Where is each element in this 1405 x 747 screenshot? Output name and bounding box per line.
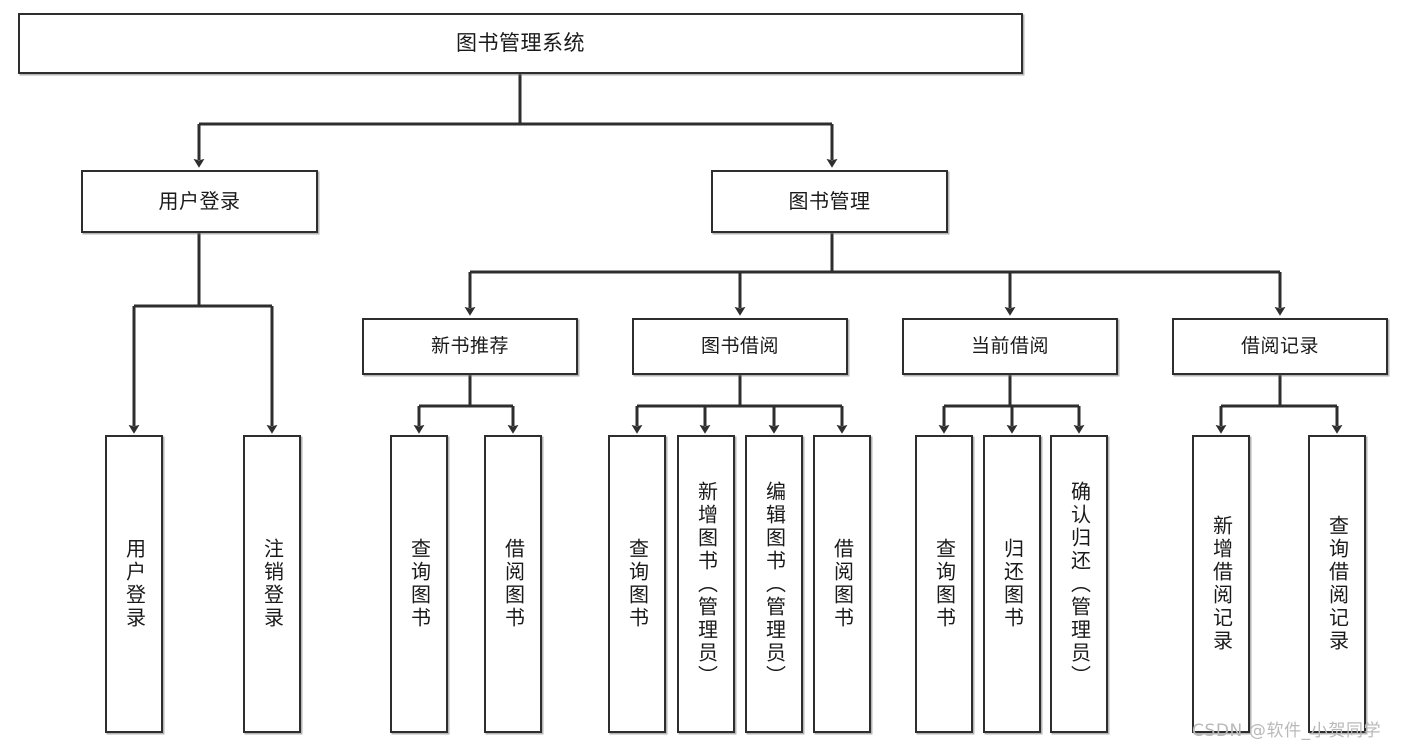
csdn-watermark: CSDN @软件_小贺同学 xyxy=(1192,721,1382,741)
leaf-label-add-book: 新增图书（管理员） xyxy=(694,480,719,688)
leaf-label-user-login: 用户登录 xyxy=(122,538,147,630)
leaf-query-book-1[interactable]: 查询图书 xyxy=(390,435,448,733)
node-user-login[interactable]: 用户登录 xyxy=(81,170,318,233)
leaf-label-query-book-3: 查询图书 xyxy=(932,538,957,630)
leaf-query-book-3[interactable]: 查询图书 xyxy=(915,435,973,733)
leaf-label-query-book-1: 查询图书 xyxy=(407,538,432,630)
leaf-borrow-book-2[interactable]: 借阅图书 xyxy=(813,435,871,733)
node-label-root: 图书管理系统 xyxy=(456,31,585,56)
leaf-edit-book[interactable]: 编辑图书（管理员） xyxy=(745,435,803,733)
node-label-user-login: 用户登录 xyxy=(158,188,241,213)
leaf-logout-login[interactable]: 注销登录 xyxy=(243,435,301,733)
leaf-query-record[interactable]: 查询借阅记录 xyxy=(1308,435,1366,733)
node-borrow-record[interactable]: 借阅记录 xyxy=(1172,318,1388,375)
leaf-label-add-record: 新增借阅记录 xyxy=(1209,515,1234,653)
leaf-user-login[interactable]: 用户登录 xyxy=(105,435,163,733)
leaf-label-return-book: 归还图书 xyxy=(1000,538,1025,630)
node-label-new-book-recommend: 新书推荐 xyxy=(430,335,509,358)
leaf-label-borrow-book-2: 借阅图书 xyxy=(830,538,855,630)
node-new-book-recommend[interactable]: 新书推荐 xyxy=(362,318,578,375)
leaf-confirm-return[interactable]: 确认归还（管理员） xyxy=(1050,435,1108,733)
node-label-current-borrow: 当前借阅 xyxy=(970,335,1049,358)
node-label-book-management: 图书管理 xyxy=(788,188,871,213)
leaf-query-book-2[interactable]: 查询图书 xyxy=(608,435,666,733)
leaf-label-edit-book: 编辑图书（管理员） xyxy=(762,480,787,688)
leaf-label-confirm-return: 确认归还（管理员） xyxy=(1067,480,1092,688)
node-label-book-borrow: 图书借阅 xyxy=(700,335,779,358)
leaf-return-book[interactable]: 归还图书 xyxy=(983,435,1041,733)
leaf-label-query-record: 查询借阅记录 xyxy=(1325,515,1350,653)
leaf-label-query-book-2: 查询图书 xyxy=(625,538,650,630)
node-book-management[interactable]: 图书管理 xyxy=(711,170,948,233)
node-book-borrow[interactable]: 图书借阅 xyxy=(632,318,848,375)
leaf-add-record[interactable]: 新增借阅记录 xyxy=(1192,435,1250,733)
node-book-management-system[interactable]: 图书管理系统 xyxy=(18,13,1023,74)
node-label-borrow-record: 借阅记录 xyxy=(1240,335,1319,358)
leaf-label-borrow-book-1: 借阅图书 xyxy=(501,538,526,630)
leaf-label-logout-login: 注销登录 xyxy=(260,538,285,630)
leaf-add-book[interactable]: 新增图书（管理员） xyxy=(677,435,735,733)
leaf-borrow-book-1[interactable]: 借阅图书 xyxy=(484,435,542,733)
node-current-borrow[interactable]: 当前借阅 xyxy=(902,318,1118,375)
